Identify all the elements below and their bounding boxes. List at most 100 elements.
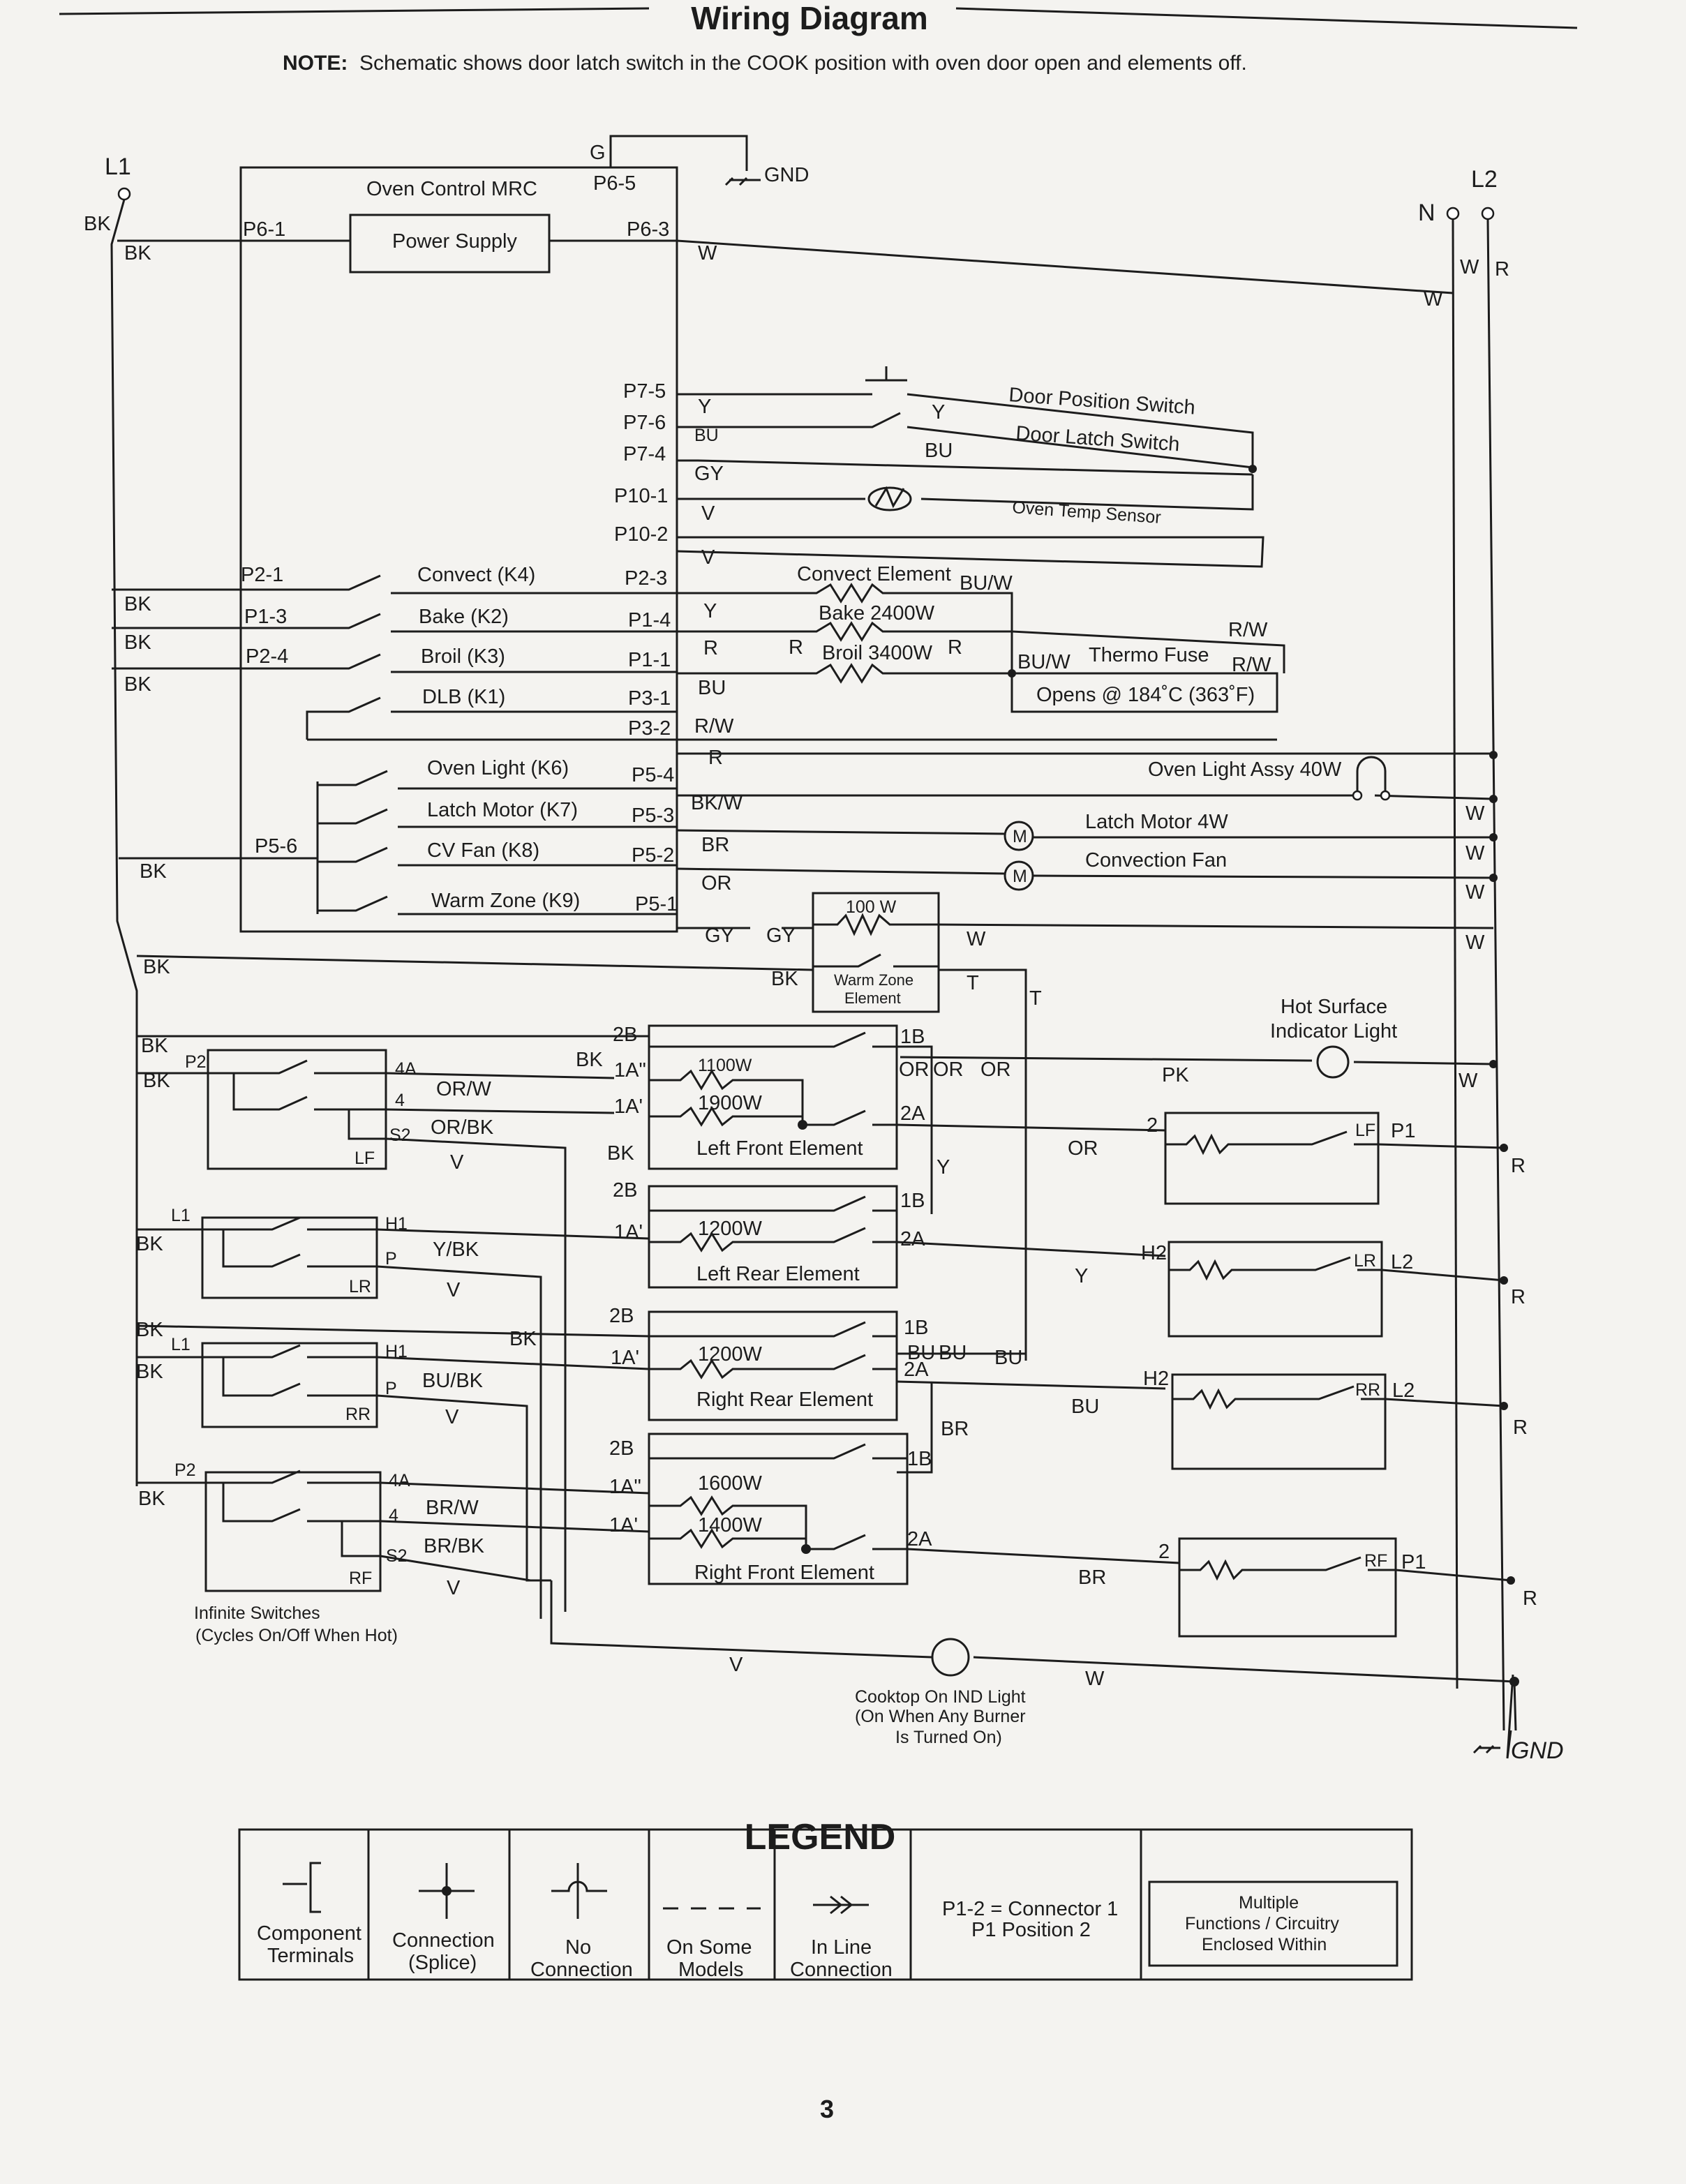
l2-bus	[1486, 218, 1505, 1731]
wire-r-5: R	[708, 747, 723, 769]
lr-infinite-switch	[201, 1216, 378, 1299]
pin-p1-1: P1-1	[628, 649, 671, 671]
rr-sw-l1: L1	[171, 1335, 191, 1354]
legend-component-terminal-symbol	[283, 1862, 321, 1913]
right-front-element-box	[648, 1433, 909, 1585]
wire-t-1: T	[967, 972, 979, 994]
wire-bk-13: BK	[136, 1233, 163, 1255]
rf-1b: 1B	[907, 1448, 932, 1470]
note-text: Schematic shows door latch switch in the…	[359, 52, 1247, 75]
rr-switch-1	[649, 1321, 897, 1338]
lr-coil-1	[649, 1227, 897, 1252]
legend-item-6-line1: P1-2 = Connector 1	[942, 1898, 1118, 1920]
wire-gy-1: GY	[694, 463, 724, 485]
pin-p7-6: P7-6	[623, 412, 666, 434]
page-number: 3	[820, 2095, 834, 2123]
legend-title: LEGEND	[745, 1817, 896, 1857]
left-rear-element-box	[648, 1185, 898, 1289]
splice-gnd	[1509, 1677, 1519, 1686]
lr-sw-wiring	[137, 1216, 650, 1619]
pin-p6-1: P6-1	[243, 218, 285, 241]
rf-coil-1	[649, 1495, 807, 1549]
splice-broil	[1008, 669, 1016, 678]
wire-bk-7: BK	[143, 956, 170, 978]
latch-motor-label: Latch Motor 4W	[1085, 811, 1228, 833]
convection-fan-symbol	[1004, 860, 1034, 891]
legend-item-7-line1: Multiple	[1239, 1893, 1299, 1913]
wire-lf-1b	[897, 1045, 933, 1214]
wire-p5-6-bus	[119, 770, 388, 914]
hot-surface-label-line2: Indicator Light	[1270, 1020, 1397, 1042]
rf-2a: 2A	[907, 1528, 932, 1550]
pin-p6-3: P6-3	[627, 218, 669, 241]
legend-item-6-line2: P1 Position 2	[971, 1919, 1091, 1941]
splice-n-4	[1489, 874, 1498, 882]
lr-ctrl-l2: L2	[1391, 1251, 1413, 1273]
neutral-bus	[1452, 218, 1459, 1689]
legend-item-7-line2: Functions / Circuitry	[1185, 1914, 1339, 1934]
pin-p5-3: P5-3	[632, 805, 674, 827]
splice-n-1	[1489, 751, 1498, 759]
pin-p7-4: P7-4	[623, 443, 666, 465]
lf-control-box	[1164, 1112, 1380, 1205]
wire-t	[939, 968, 1027, 1361]
lr-sw-code: LR	[349, 1277, 371, 1296]
wire-oven-light-relay	[398, 752, 1493, 790]
latch-motor-symbol	[1004, 821, 1034, 851]
wire-motor-relays	[398, 825, 677, 915]
g-label: G	[590, 142, 606, 164]
wire-r-7: R	[1511, 1286, 1525, 1308]
wire-br-2: BR	[941, 1418, 969, 1440]
rf-splice	[801, 1544, 811, 1554]
wire-br-1: BR	[701, 834, 729, 856]
wire-y-4: Y	[937, 1156, 950, 1179]
rf-2b: 2B	[609, 1437, 634, 1460]
n-terminal	[1446, 207, 1460, 220]
relay-dlb: DLB (K1)	[422, 686, 505, 708]
wire-or-3: OR	[933, 1059, 964, 1081]
wire-p7-4	[677, 459, 1253, 476]
wire-bake-relay	[112, 613, 677, 633]
lf-sw-4: 4	[395, 1091, 405, 1110]
wire-bu-3: BU	[698, 677, 726, 699]
wire-lf-2a	[896, 1123, 1166, 1132]
rf-ctrl-p1: P1	[1401, 1551, 1426, 1573]
lr-2a: 2A	[900, 1228, 925, 1250]
door-position-switch-label: Door Position Switch	[1008, 384, 1196, 419]
legend-item-3-line1: No	[565, 1936, 591, 1959]
wire-gy-3: GY	[766, 925, 796, 947]
wire-y-5: Y	[1075, 1265, 1088, 1287]
lr-ctrl-code: LR	[1354, 1251, 1376, 1271]
infinite-switches-line1: Infinite Switches	[194, 1603, 320, 1623]
header-rule-right	[955, 7, 1578, 29]
pin-p10-2: P10-2	[614, 523, 668, 546]
lf-coil-2	[649, 1106, 897, 1127]
oven-light-assy-label: Oven Light Assy 40W	[1148, 758, 1342, 781]
l1-label: L1	[105, 154, 131, 180]
cooktop-light-line3: Is Turned On)	[895, 1728, 1002, 1747]
wire-bk-1: BK	[84, 213, 111, 235]
wire-rf-2a	[907, 1548, 1180, 1564]
wire-dlb-relay	[306, 696, 1277, 741]
header-rule-left	[59, 7, 650, 15]
door-latch-switch-label: Door Latch Switch	[1015, 422, 1181, 456]
l2-terminal	[1481, 207, 1495, 220]
wire-buw-1: BU/W	[960, 572, 1013, 594]
relay-bake: Bake (K2)	[419, 606, 509, 628]
splice-n-3	[1489, 833, 1498, 842]
wire-or-5: OR	[1068, 1137, 1098, 1160]
power-supply-box	[349, 214, 551, 274]
wire-bk-rr	[136, 1324, 650, 1338]
pin-p5-1: P5-1	[635, 893, 678, 915]
lr-1b: 1B	[900, 1190, 925, 1212]
lr-ctrl-coil	[1169, 1256, 1505, 1282]
pin-p7-5: P7-5	[623, 380, 666, 403]
wire-bk-6: BK	[140, 860, 167, 883]
wire-hot-surface	[900, 1056, 1494, 1065]
splice-n-2	[1489, 795, 1498, 803]
lf-splice	[798, 1120, 807, 1130]
wire-or-2: OR	[899, 1059, 930, 1081]
rf-ctrl-2: 2	[1158, 1541, 1170, 1563]
wire-w-1: W	[698, 242, 717, 264]
